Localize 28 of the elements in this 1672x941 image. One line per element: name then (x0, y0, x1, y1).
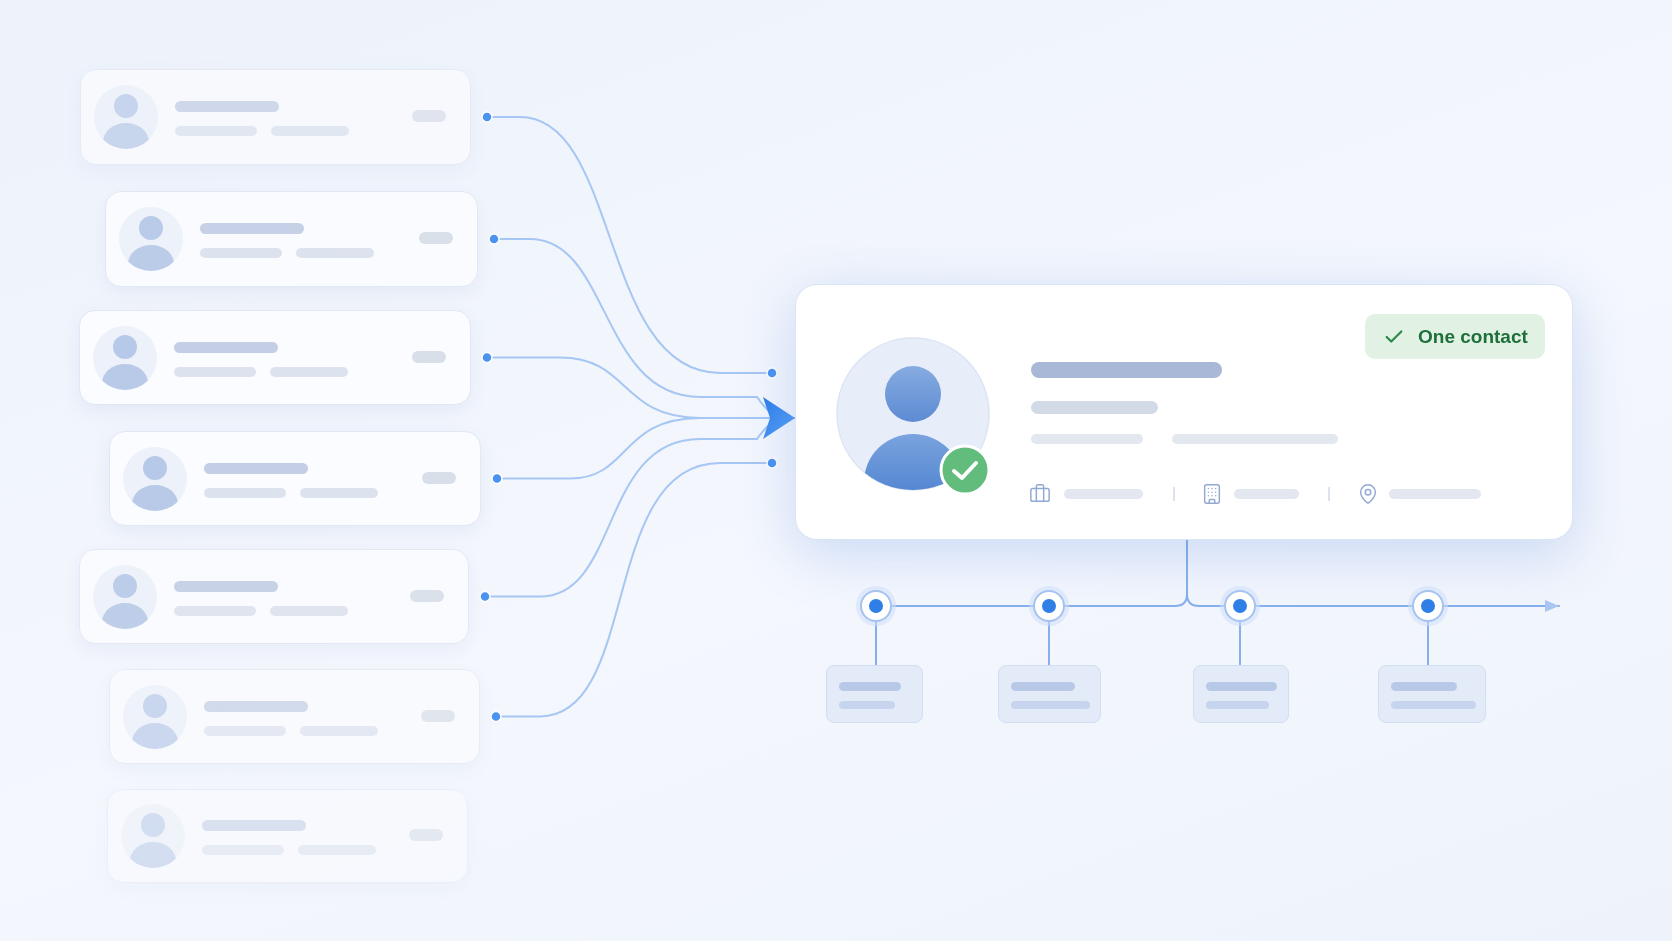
contact-card (80, 69, 471, 165)
event-card (1193, 665, 1289, 723)
connector-line (1048, 621, 1050, 666)
contact-card (795, 284, 1573, 540)
timeline-line (1255, 605, 1413, 607)
contact-card (109, 669, 480, 764)
timeline-node (1033, 590, 1065, 622)
event-card (998, 665, 1101, 723)
timeline-arrow (1443, 600, 1560, 612)
contact-card (79, 549, 469, 644)
contact-card (105, 191, 478, 287)
connector-curve (481, 111, 778, 379)
timeline-node (860, 590, 892, 622)
contact-card (79, 310, 471, 405)
timeline-node (1412, 590, 1444, 622)
connector-line (1427, 621, 1429, 666)
connector-line (875, 621, 877, 666)
timeline-node (1224, 590, 1256, 622)
contact-card (107, 789, 468, 883)
connector-line (1186, 539, 1225, 607)
event-card (826, 665, 923, 723)
connector-line (1239, 621, 1241, 666)
status-label: One contact (1418, 327, 1528, 346)
connector-curve (490, 457, 778, 723)
event-card (1378, 665, 1486, 723)
contact-card (109, 431, 481, 526)
status-badge (1365, 314, 1545, 359)
timeline-line (891, 605, 1034, 607)
